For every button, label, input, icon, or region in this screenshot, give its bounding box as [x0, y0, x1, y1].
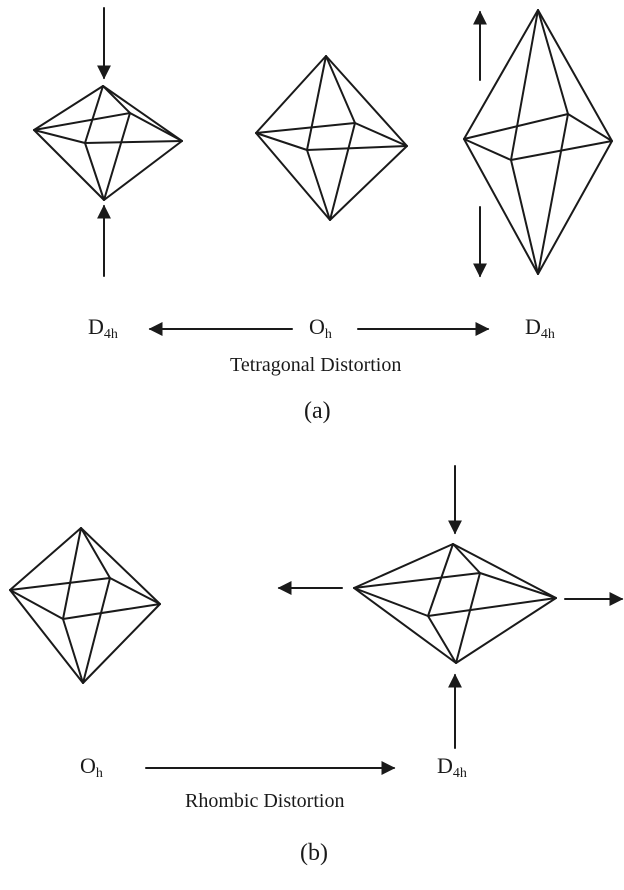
symbol-sub: h	[324, 327, 332, 342]
symbol-main: D	[88, 314, 104, 339]
panel-label-a: (a)	[304, 398, 331, 424]
tetragonal-caption: Tetragonal Distortion	[230, 354, 402, 376]
regular-octahedron-a	[255, 55, 408, 221]
regular-octahedron-b	[9, 527, 161, 684]
symbol-main: O	[80, 753, 96, 778]
left-oh-label: Oh	[80, 753, 103, 782]
right-d4h-label-b: D4h	[437, 753, 467, 782]
left-d4h-label: D4h	[88, 314, 118, 343]
panel-label-b: (b)	[300, 840, 328, 866]
symbol-main: D	[525, 314, 541, 339]
symbol-main: D	[437, 753, 453, 778]
compressed-octahedron	[33, 85, 183, 201]
symbol-sub: h	[95, 766, 103, 781]
rhombic-caption: Rhombic Distortion	[185, 790, 345, 812]
rhombic-octahedron	[353, 543, 557, 664]
symbol-sub: 4h	[103, 327, 118, 342]
symbol-main: O	[309, 314, 325, 339]
elongated-octahedron	[463, 9, 613, 275]
symbol-sub: 4h	[540, 327, 555, 342]
center-oh-label: Oh	[309, 314, 332, 343]
right-d4h-label: D4h	[525, 314, 555, 343]
symbol-sub: 4h	[452, 766, 467, 781]
